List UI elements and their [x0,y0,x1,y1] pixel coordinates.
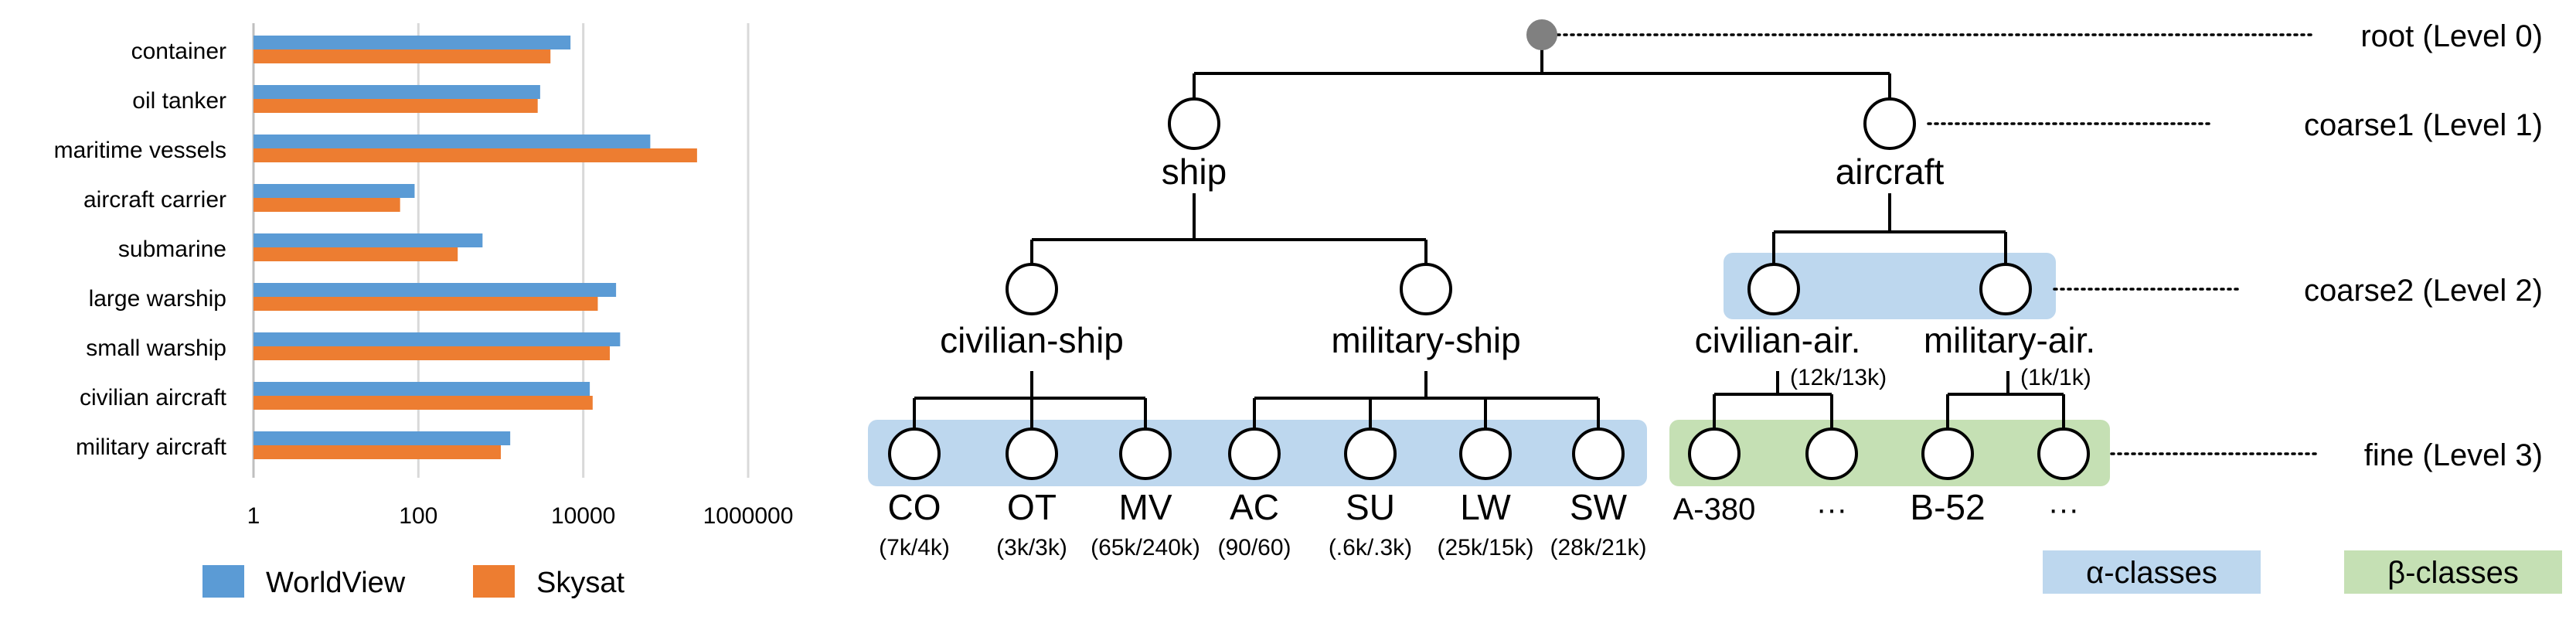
fine-count-su: (.6k/.3k) [1329,535,1412,560]
category-label: oil tanker [132,88,226,114]
label-military-ship: military-ship [1331,320,1520,360]
bar-chart: container oil tanker maritime vessels aircr… [54,23,794,599]
legend-swatch-skysat [473,565,515,598]
bar-skysat [254,247,458,261]
fine-label-co: CO [888,487,941,527]
fine-count-sw: (28k/21k) [1550,535,1646,560]
node-civilian-ship [1006,263,1058,315]
bar-skysat [254,297,598,311]
bar-worldview [254,85,540,99]
count-military-air: (1k/1k) [2020,365,2091,390]
bar-worldview [254,332,621,346]
root-node [1526,19,1557,50]
bar-worldview [254,36,571,49]
hierarchy-tree: ship aircraft civilian-ship military-shi… [868,19,2562,594]
alpha-highlight-coarse2 [1724,253,2056,319]
label-aircraft: aircraft [1836,152,1945,192]
fine-label-mil-more: ··· [2048,492,2079,526]
label-ship: ship [1162,152,1227,192]
bar-skysat [254,445,501,459]
level-label-coarse2: coarse2 (Level 2) [2304,274,2543,308]
node-aircraft [1863,97,1916,150]
fine-count-mv: (65k/240k) [1091,535,1200,560]
bar-skysat [254,396,593,410]
bar-skysat [254,198,400,212]
node-ship [1168,97,1220,150]
node-fine-lw [1459,428,1512,480]
fine-label-sw: SW [1570,487,1628,527]
chart-category-labels: container oil tanker maritime vessels aircr… [54,39,227,460]
node-fine-a380 [1688,428,1741,480]
label-civilian-ship: civilian-ship [940,320,1124,360]
bar-skysat [254,148,697,162]
node-fine-mil-more [2037,428,2090,480]
node-fine-civ-more [1805,428,1858,480]
legend-swatch-worldview [202,565,244,598]
bar-worldview [254,184,415,198]
fine-label-lw: LW [1460,487,1511,527]
level-label-coarse1: coarse1 (Level 1) [2304,108,2543,142]
bar-worldview [254,135,651,148]
node-fine-ac [1228,428,1281,480]
fine-label-mv: MV [1119,487,1172,527]
label-military-air: military-air. [1924,320,2095,360]
node-fine-ot [1006,428,1058,480]
chart-legend: WorldView Skysat [202,565,624,599]
node-fine-sw [1572,428,1625,480]
category-label: submarine [118,237,226,262]
bar-skysat [254,346,611,360]
fine-label-su: SU [1346,487,1395,527]
x-tick-label: 1000000 [703,503,794,529]
tree-edges [913,35,2065,429]
bar-worldview [254,431,511,445]
category-label: maritime vessels [54,138,226,163]
node-fine-mv [1119,428,1172,480]
alpha-legend-label: α-classes [2086,556,2217,590]
beta-highlight-fine [1669,420,2110,486]
node-fine-su [1344,428,1397,480]
fine-nodes [888,428,2090,480]
fine-count-co: (7k/4k) [879,535,950,560]
fine-label-ac: AC [1230,487,1279,527]
legend-label-skysat: Skysat [536,567,624,599]
level-label-root: root (Level 0) [2360,19,2543,53]
category-label: aircraft carrier [83,187,226,213]
legend-label-worldview: WorldView [266,567,406,599]
fine-label-ot: OT [1007,487,1057,527]
fine-label-civ-more: ··· [1816,492,1847,526]
bar-worldview [254,382,590,396]
fine-label-b52: B-52 [1910,487,1985,527]
level-label-fine: fine (Level 3) [2364,438,2543,472]
fine-labels: CO (7k/4k) OT (3k/3k) MV (65k/240k) AC (… [879,487,2079,560]
bar-worldview [254,233,483,247]
node-fine-b52 [1921,428,1974,480]
bar-skysat [254,49,551,63]
beta-legend-swatch [2344,550,2562,594]
category-label: large warship [89,286,226,312]
fine-label-a380: A-380 [1673,492,1756,526]
fine-count-lw: (25k/15k) [1437,535,1533,560]
chart-x-tick-labels: 1 100 10000 1000000 [247,503,794,529]
node-military-air [1979,263,2032,315]
node-military-ship [1400,263,1452,315]
count-civilian-air: (12k/13k) [1790,365,1887,390]
bar-skysat [254,99,538,113]
node-civilian-air [1747,263,1800,315]
node-fine-co [888,428,941,480]
fine-count-ot: (3k/3k) [996,535,1067,560]
category-label: container [131,39,226,64]
alpha-legend-swatch [2043,550,2261,594]
label-civilian-air: civilian-air. [1695,320,1861,360]
x-tick-label: 100 [399,503,437,529]
category-label: small warship [86,336,226,361]
x-tick-label: 1 [247,503,260,529]
bar-worldview [254,283,617,297]
chart-bars [254,36,697,459]
beta-legend-label: β-classes [2387,556,2519,590]
category-label: civilian aircraft [80,385,227,410]
x-tick-label: 10000 [551,503,615,529]
fine-count-ac: (90/60) [1217,535,1291,560]
category-label: military aircraft [76,434,227,460]
